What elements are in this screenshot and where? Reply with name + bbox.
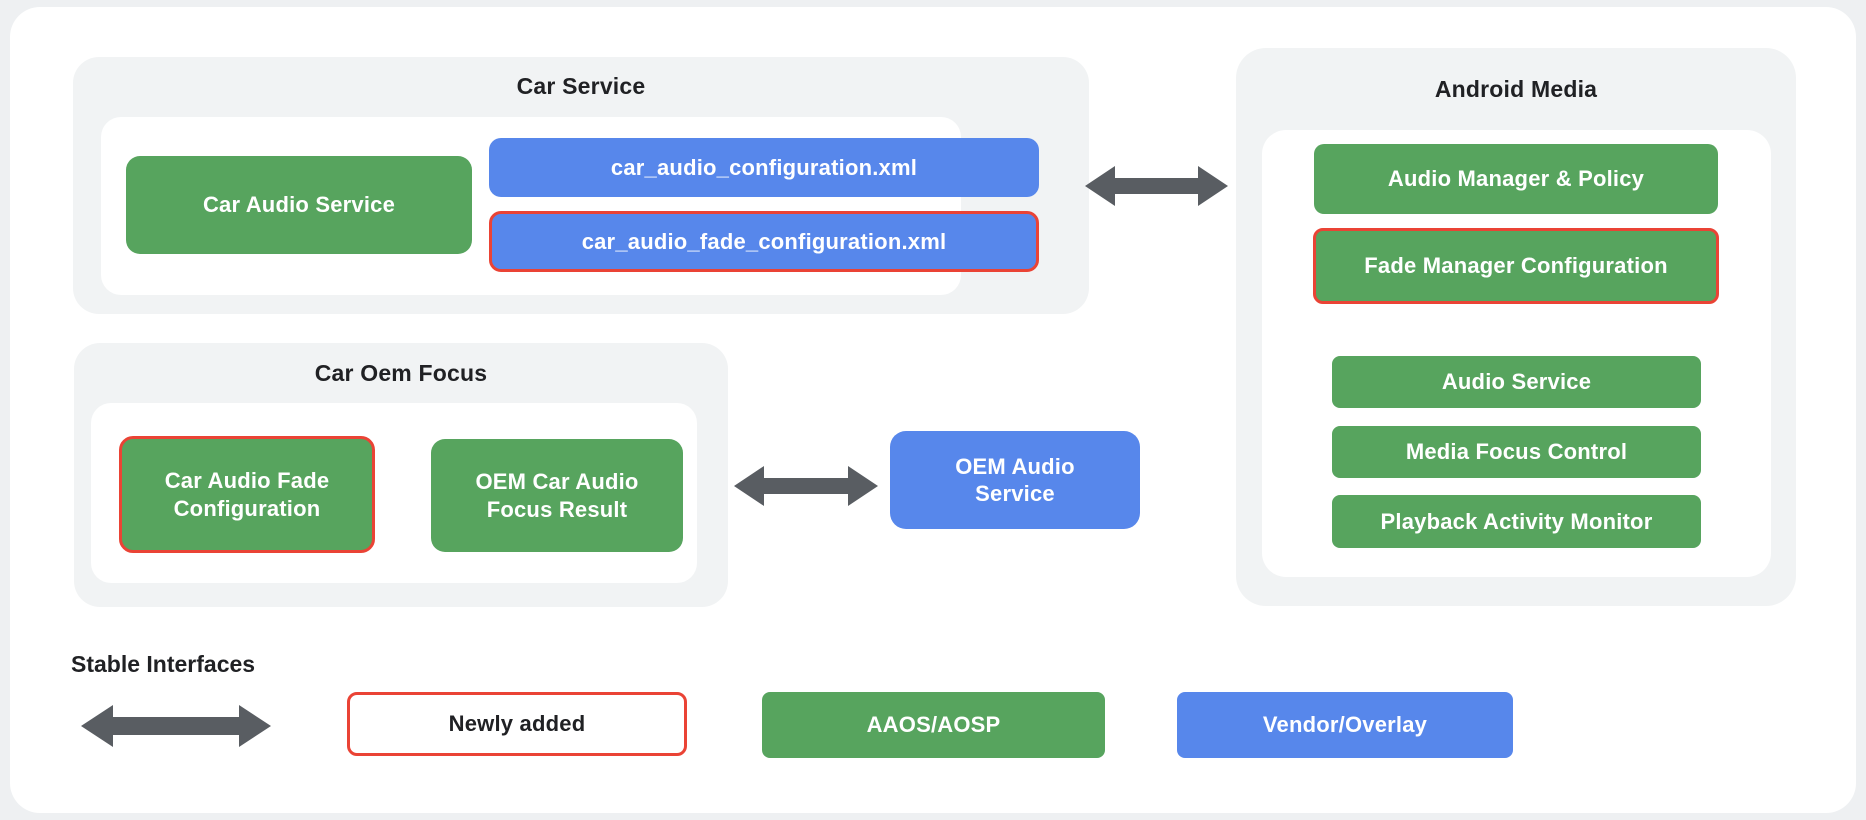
legend-stable-interfaces-label: Stable Interfaces xyxy=(71,651,256,677)
panel-car-oem-focus: Car Oem Focus Car Audio Fade Configurati… xyxy=(74,343,728,607)
panel-car-oem-focus-title: Car Oem Focus xyxy=(314,360,488,386)
panel-car-oem-focus-inner: Car Audio Fade Configuration OEM Car Aud… xyxy=(91,403,697,583)
panel-android-media-title: Android Media xyxy=(1434,76,1598,102)
legend-vendor-overlay: Vendor/Overlay xyxy=(1177,692,1513,758)
box-car-audio-service: Car Audio Service xyxy=(126,156,472,254)
box-car-audio-configuration-xml: car_audio_configuration.xml xyxy=(489,138,1039,197)
panel-car-service: Car Service Car Audio Service car_audio_… xyxy=(73,57,1089,314)
box-oem-audio-service: OEM Audio Service xyxy=(890,431,1140,529)
panel-car-service-title: Car Service xyxy=(516,73,646,99)
double-arrow-icon-car-oem-focus-oem-audio-service xyxy=(734,464,878,508)
double-arrow-icon-stable-interfaces xyxy=(81,703,271,749)
panel-car-service-inner: Car Audio Service car_audio_configuratio… xyxy=(101,117,1039,295)
legend-newly-added: Newly added xyxy=(347,692,687,756)
box-oem-car-audio-focus-result: OEM Car Audio Focus Result xyxy=(431,439,683,552)
box-audio-manager-policy: Audio Manager & Policy xyxy=(1314,144,1718,214)
legend-aaos-aosp: AAOS/AOSP xyxy=(762,692,1105,758)
box-media-focus-control: Media Focus Control xyxy=(1332,426,1701,478)
panel-android-media: Android Media Audio Manager & Policy Fad… xyxy=(1236,48,1796,606)
panel-android-media-inner: Audio Manager & Policy Fade Manager Conf… xyxy=(1262,130,1771,577)
box-fade-manager-configuration: Fade Manager Configuration xyxy=(1313,228,1719,304)
double-arrow-icon-car-service-android-media xyxy=(1085,164,1228,208)
box-car-audio-fade-configuration-xml: car_audio_fade_configuration.xml xyxy=(489,211,1039,272)
box-playback-activity-monitor: Playback Activity Monitor xyxy=(1332,495,1701,548)
box-audio-service: Audio Service xyxy=(1332,356,1701,408)
box-car-audio-fade-configuration: Car Audio Fade Configuration xyxy=(119,436,375,553)
